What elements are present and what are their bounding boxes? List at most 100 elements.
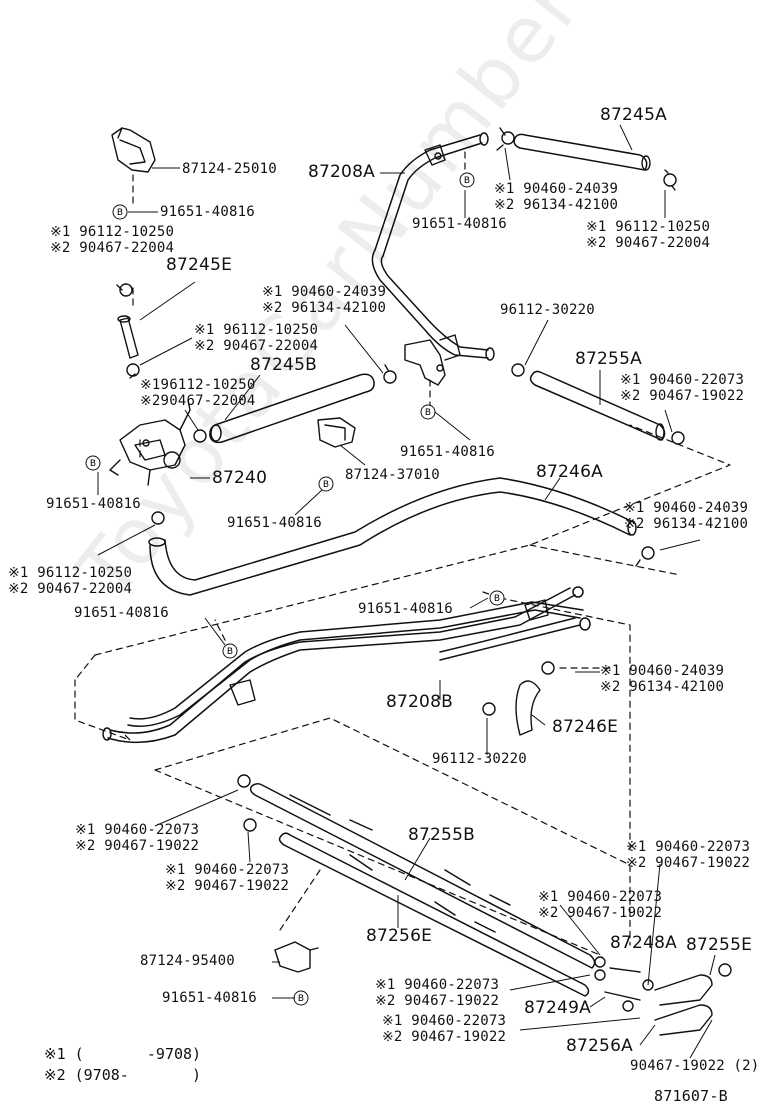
label-90467-k2: ※2 90467-19022: [165, 878, 290, 894]
label-90460-i1: ※1 90460-24039: [600, 663, 725, 679]
fittings-lower-right: [594, 956, 732, 1036]
figure-id: 871607-B: [654, 1087, 728, 1105]
legend-item-2: ※2 (9708- ): [44, 1066, 201, 1084]
circle-b-icon: B: [112, 204, 128, 220]
label-90467-a2: ※2 90467-22004: [50, 240, 175, 256]
hose-87245a: [513, 133, 651, 171]
label-96112-h1: ※1 96112-10250: [8, 565, 133, 581]
label-87249a: 87249A: [524, 998, 591, 1018]
label-91651-clip: 91651-40816: [400, 444, 495, 460]
hose-87256e: [278, 832, 590, 997]
label-90467-n2: ※2 90467-19022: [375, 993, 500, 1009]
label-87124-25010: 87124-25010: [182, 161, 277, 177]
label-91651-pipe-r: 91651-40816: [358, 601, 453, 617]
label-90460-l1: ※1 90460-22073: [626, 839, 751, 855]
label-91651-top: 91651-40816: [160, 204, 255, 220]
label-90460-k1: ※1 90460-22073: [165, 862, 290, 878]
clamp-upper-right: [496, 127, 677, 191]
label-196112: ※196112-10250: [140, 377, 256, 393]
hose-87245b: [209, 373, 375, 444]
circle-b-icon: B: [293, 990, 309, 1006]
svg-text:B: B: [494, 594, 500, 604]
bracket-87208a-top: [424, 144, 446, 166]
label-90460-o1: ※1 90460-22073: [382, 1013, 507, 1029]
label-87246e: 87246E: [552, 717, 619, 737]
label-90460-n1: ※1 90460-22073: [375, 977, 500, 993]
label-90467-h2: ※2 90467-22004: [8, 581, 133, 597]
label-90467-f2: ※2 90467-19022: [620, 388, 745, 404]
bracket-87208b: [229, 599, 549, 706]
bracket-87208a-mid: [404, 334, 461, 386]
label-90467-o2: ※2 90467-19022: [382, 1029, 507, 1045]
label-96112-b1: ※1 96112-10250: [194, 322, 319, 338]
label-90467-j2: ※2 90467-19022: [75, 838, 200, 854]
pipe-87208b: [102, 586, 591, 744]
circle-b-icon: B: [459, 172, 475, 188]
hose-87255a: [529, 370, 666, 441]
legend-item-1: ※1 ( -9708): [44, 1045, 201, 1063]
label-87208b: 87208B: [386, 692, 453, 712]
clamp-87245b: [193, 364, 397, 443]
label-91651-pipe-l: 91651-40816: [74, 605, 169, 621]
label-90467-19022-2: 90467-19022 (2): [630, 1058, 760, 1074]
label-87240: 87240: [212, 468, 268, 488]
label-87255e: 87255E: [686, 935, 753, 955]
label-96112-30220-a: 96112-30220: [500, 302, 595, 318]
label-90460-m1: ※1 90460-22073: [538, 889, 663, 905]
label-90467-d2: ※2 90467-22004: [586, 235, 711, 251]
clip-87124-25010: [111, 127, 156, 173]
hose-87255b: [249, 782, 596, 969]
label-91651-left: 91651-40816: [46, 496, 141, 512]
circle-b-icon: B: [85, 455, 101, 471]
legend-range: ( -9708): [74, 1045, 202, 1063]
label-87124-37010: 87124-37010: [345, 467, 440, 483]
label-87255a: 87255A: [575, 349, 642, 369]
svg-text:B: B: [323, 480, 329, 490]
clamp-87255a: [511, 363, 685, 445]
label-90467-l2: ※2 90467-19022: [626, 855, 751, 871]
label-87255b: 87255B: [408, 825, 475, 845]
clip-87124-37010: [317, 417, 356, 448]
svg-text:B: B: [425, 408, 431, 418]
label-90467-m2: ※2 90467-19022: [538, 905, 663, 921]
circle-b-icon: B: [318, 476, 334, 492]
label-96134-c2: ※2 96134-42100: [494, 197, 619, 213]
label-87208a: 87208A: [308, 162, 375, 182]
hose-87246e: [482, 661, 555, 736]
label-90467-b2: ※2 90467-22004: [194, 338, 319, 354]
label-96134-i2: ※2 96134-42100: [600, 679, 725, 695]
label-90460-f1: ※1 90460-22073: [620, 372, 745, 388]
label-87245e: 87245E: [166, 255, 233, 275]
clip-87124-95400: [274, 941, 319, 973]
label-96112-d1: ※1 96112-10250: [586, 219, 711, 235]
label-91651-mid-top: 91651-40816: [412, 216, 507, 232]
circle-b-icon: B: [489, 590, 505, 606]
label-96112-30220-b: 96112-30220: [432, 751, 527, 767]
label-87124-95400: 87124-95400: [140, 953, 235, 969]
legend-mark: ※2: [44, 1066, 66, 1084]
hose-87246a: [148, 477, 637, 596]
label-87245a: 87245A: [600, 105, 667, 125]
label-90460-c1: ※1 90460-24039: [494, 181, 619, 197]
label-87256a: 87256A: [566, 1036, 633, 1056]
label-90460-g1: ※1 90460-24039: [624, 500, 749, 516]
svg-text:B: B: [227, 647, 233, 657]
label-87248a: 87248A: [610, 933, 677, 953]
label-290467: ※290467-22004: [140, 393, 256, 409]
label-90460-e1: ※1 90460-24039: [262, 284, 387, 300]
svg-text:B: B: [90, 459, 96, 469]
label-96112-a1: ※1 96112-10250: [50, 224, 175, 240]
svg-text:B: B: [464, 176, 470, 186]
svg-text:B: B: [117, 208, 123, 218]
label-91651-center: 91651-40816: [227, 515, 322, 531]
label-91651-bottom: 91651-40816: [162, 990, 257, 1006]
label-96134-e2: ※2 96134-42100: [262, 300, 387, 316]
legend-mark: ※1: [44, 1045, 66, 1063]
clamp-87246a: [151, 511, 655, 567]
label-87246a: 87246A: [536, 462, 603, 482]
svg-text:B: B: [298, 994, 304, 1004]
circle-b-icon: B: [222, 643, 238, 659]
valve-87240: [109, 399, 191, 486]
label-90460-j1: ※1 90460-22073: [75, 822, 200, 838]
